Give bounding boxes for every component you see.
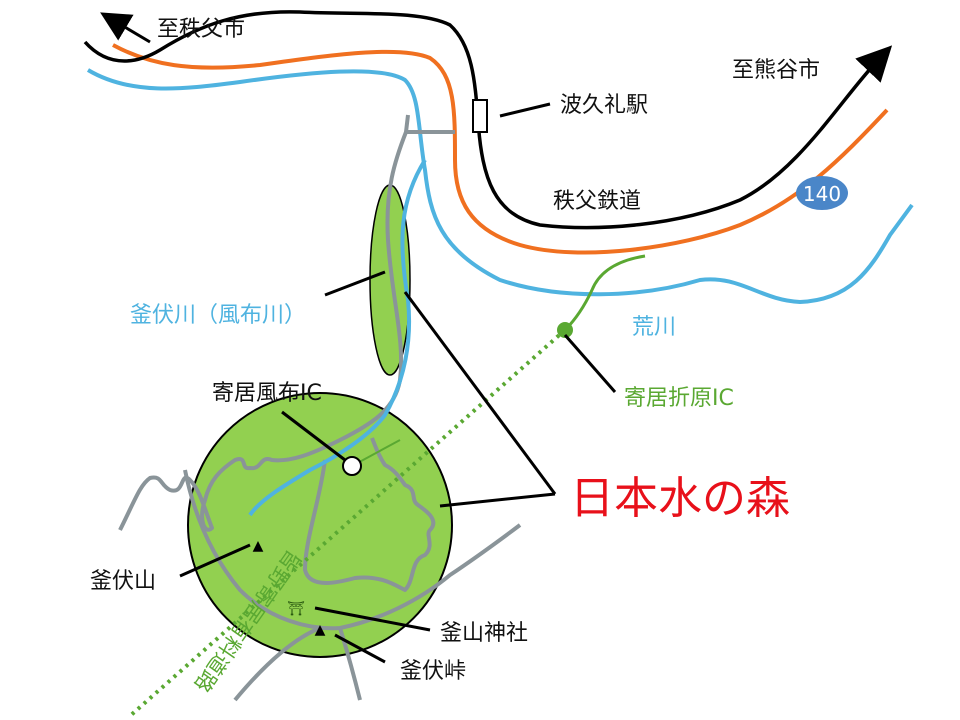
label-kamafushi-river: 釜伏川（風布川） bbox=[130, 303, 306, 328]
roads bbox=[118, 114, 522, 702]
label-to-chichibu: 至秩父市 bbox=[157, 17, 245, 42]
chichibu-railway bbox=[83, 10, 893, 230]
leader-lines bbox=[179, 270, 617, 664]
route-140-badge: 140 bbox=[796, 176, 848, 210]
label-station: 波久礼駅 bbox=[560, 93, 648, 118]
svg-text:140: 140 bbox=[803, 182, 841, 206]
yorii-fuppu-ic-marker[interactable] bbox=[342, 456, 362, 476]
toll-road-dotted bbox=[128, 328, 567, 718]
route-140 bbox=[112, 43, 889, 255]
label-kamayama-shrine: 釜山神社 bbox=[440, 621, 528, 646]
label-railway: 秩父鉄道 bbox=[553, 189, 641, 214]
label-yorii-fuppu-ic: 寄居風布IC bbox=[212, 381, 322, 406]
forest-circle bbox=[187, 392, 453, 658]
yorii-orihara-ic-marker[interactable] bbox=[557, 322, 573, 338]
kamafushi-pass-peak-icon: ▲ bbox=[315, 622, 326, 638]
chichibu-direction-arrow bbox=[100, 12, 151, 44]
label-kamafushi-pass: 釜伏峠 bbox=[400, 659, 466, 684]
hakure-station-marker[interactable] bbox=[472, 99, 488, 133]
shrine-icon: ⛩ bbox=[287, 601, 305, 617]
map-title: 日本水の森 bbox=[570, 473, 790, 524]
station-leader bbox=[499, 102, 551, 118]
label-to-kumagaya: 至熊谷市 bbox=[732, 58, 820, 83]
label-yorii-orihara-ic: 寄居折原IC bbox=[624, 386, 734, 411]
label-arakawa: 荒川 bbox=[632, 315, 676, 340]
orihara-connector bbox=[563, 254, 646, 332]
arakawa-river bbox=[86, 68, 914, 305]
kamafushi-river bbox=[248, 158, 427, 517]
label-mt-kamafushi: 釜伏山 bbox=[90, 569, 156, 594]
mt-kamafushi-peak-icon: ▲ bbox=[253, 538, 264, 554]
